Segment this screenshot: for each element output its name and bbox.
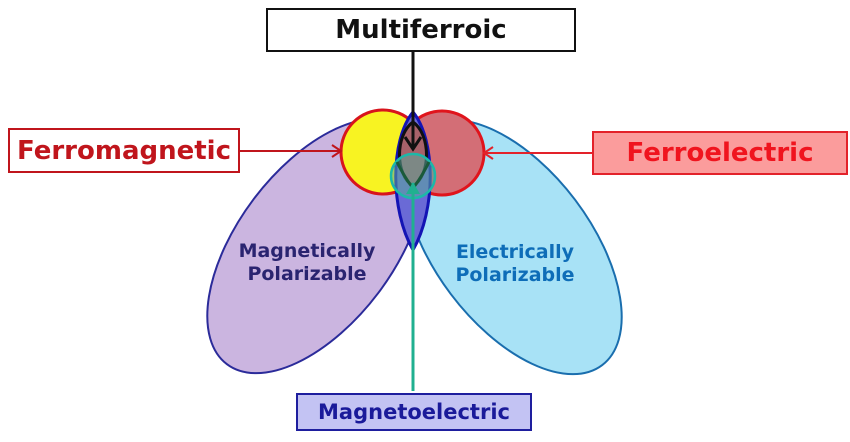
magnetically-polarizable-line-1: Magnetically [238, 240, 376, 262]
magnetically-polarizable-text: Magnetically Polarizable [232, 240, 382, 286]
multiferroic-label: Multiferroic [335, 15, 507, 45]
electrically-polarizable-line-1: Electrically [455, 241, 575, 263]
multiferroic-label-box: Multiferroic [266, 8, 576, 52]
ferromagnetic-label: Ferromagnetic [17, 135, 231, 166]
ferroelectric-arrowhead [482, 146, 494, 160]
magnetoelectric-label: Magnetoelectric [318, 400, 510, 424]
magnetoelectric-label-box: Magnetoelectric [296, 393, 532, 431]
electrically-polarizable-text: Electrically Polarizable [440, 241, 590, 287]
magnetoelectric-arrowhead [406, 182, 420, 194]
ferromagnetic-label-box: Ferromagnetic [8, 128, 240, 173]
magnetically-polarizable-line-2: Polarizable [247, 263, 367, 285]
electrically-polarizable-line-2: Polarizable [455, 264, 575, 286]
ferroelectric-label: Ferroelectric [626, 138, 814, 168]
ferromagnetic-arrowhead [331, 144, 343, 158]
multiferroic-arrowhead [403, 136, 423, 152]
ferroelectric-label-box: Ferroelectric [592, 131, 848, 175]
